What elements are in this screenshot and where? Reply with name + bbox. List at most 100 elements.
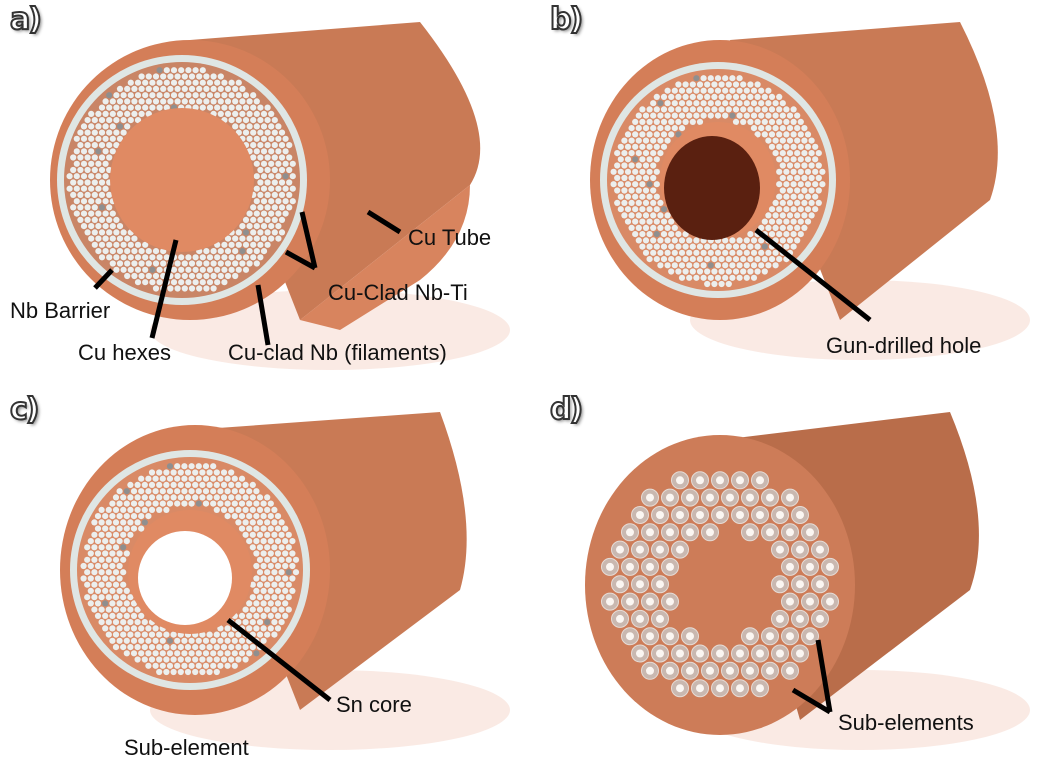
nb-filament — [614, 174, 621, 182]
nb-filament — [192, 481, 199, 488]
nb-filament — [689, 243, 696, 250]
nb-filament — [131, 272, 138, 280]
nb-filament — [217, 85, 224, 92]
nb-filament — [239, 110, 246, 117]
nb-filament — [192, 494, 199, 501]
nb-filament — [776, 218, 783, 225]
nb-filament — [282, 198, 289, 205]
nb-filament — [736, 100, 743, 107]
nb-filament — [228, 631, 235, 638]
sub-element-core — [786, 493, 794, 502]
nb-filament — [80, 223, 88, 230]
nb-filament — [134, 619, 141, 626]
nb-filament — [116, 98, 124, 105]
nb-filament — [195, 662, 202, 669]
sub-element-core — [646, 562, 654, 571]
nb-filament — [624, 181, 632, 188]
nb-filament — [94, 513, 102, 520]
nb-filament — [235, 644, 242, 651]
nb-filament — [768, 256, 776, 263]
nb-filament — [148, 481, 156, 488]
nb-filament — [163, 67, 170, 74]
nb-filament — [253, 185, 260, 192]
nb-filament — [768, 106, 776, 113]
nb-filament — [112, 544, 120, 551]
nb-filament — [109, 148, 116, 155]
nb-filament — [84, 179, 91, 186]
nb-filament — [246, 600, 253, 607]
nb-filament — [275, 210, 282, 217]
nb-filament — [152, 98, 160, 105]
nb-filament — [628, 125, 635, 132]
nb-filament — [617, 193, 624, 200]
nb-filament — [260, 135, 268, 142]
nb-filament — [268, 173, 275, 180]
nb-filament — [632, 181, 639, 188]
nb-filament — [628, 137, 635, 144]
nb-filament — [286, 154, 293, 161]
nb-filament — [801, 212, 808, 219]
nb-filament — [87, 562, 94, 570]
nb-filament — [102, 562, 109, 570]
nb-filament — [73, 198, 80, 205]
nb-filament — [253, 148, 260, 155]
nb-filament — [102, 235, 109, 242]
nb-filament — [156, 631, 163, 638]
sub-element-core — [676, 684, 684, 693]
nb-filament — [228, 104, 235, 111]
nb-filament — [116, 135, 124, 142]
nb-filament — [253, 600, 260, 607]
nb-filament — [232, 248, 239, 255]
nb-filament — [768, 218, 776, 225]
nb-filament — [696, 106, 704, 113]
nb-filament — [249, 481, 256, 488]
nb-filament — [635, 150, 642, 157]
nb-filament — [138, 625, 145, 632]
nb-filament — [776, 118, 783, 125]
nb-filament — [758, 100, 765, 107]
nb-filament — [199, 279, 206, 286]
nb-filament — [808, 212, 815, 219]
nb-filament — [696, 256, 704, 263]
nb-filament — [614, 162, 621, 169]
nb-filament — [88, 123, 95, 130]
nb-filament — [235, 494, 242, 501]
nb-filament — [264, 531, 271, 538]
nb-filament — [711, 256, 718, 263]
nb-filament — [188, 98, 196, 105]
nb-filament — [275, 235, 282, 242]
nb-filament — [138, 260, 145, 267]
nb-filament — [671, 100, 678, 107]
nb-filament — [783, 243, 790, 250]
sub-element-core — [786, 597, 794, 606]
nb-filament — [804, 143, 812, 150]
nb-filament — [149, 279, 156, 286]
nb-filament — [242, 104, 250, 111]
nb-filament — [87, 550, 94, 557]
nb-filament — [91, 154, 98, 161]
sub-element-core — [756, 476, 764, 485]
wire-diagram-a — [50, 22, 510, 370]
nb-filament — [98, 506, 105, 513]
sub-element-core — [686, 666, 694, 675]
nb-filament — [98, 166, 106, 174]
nb-filament — [264, 104, 271, 111]
nb-filament — [120, 129, 127, 136]
nb-filament — [624, 168, 632, 175]
nb-filament — [102, 538, 109, 545]
nbti-filament — [239, 248, 246, 255]
nb-filament — [815, 150, 822, 157]
nb-filament — [188, 662, 195, 669]
nb-filament — [210, 272, 217, 280]
nb-filament — [217, 662, 224, 669]
nb-filament — [657, 137, 664, 144]
nb-filament — [729, 87, 736, 94]
nb-filament — [722, 112, 729, 119]
nb-filament — [768, 131, 776, 138]
nb-filament — [210, 475, 217, 482]
nb-filament — [160, 260, 167, 267]
sub-element-core — [616, 545, 624, 554]
nb-filament — [80, 575, 87, 582]
nbti-filament — [141, 519, 148, 526]
nb-filament — [188, 272, 196, 280]
